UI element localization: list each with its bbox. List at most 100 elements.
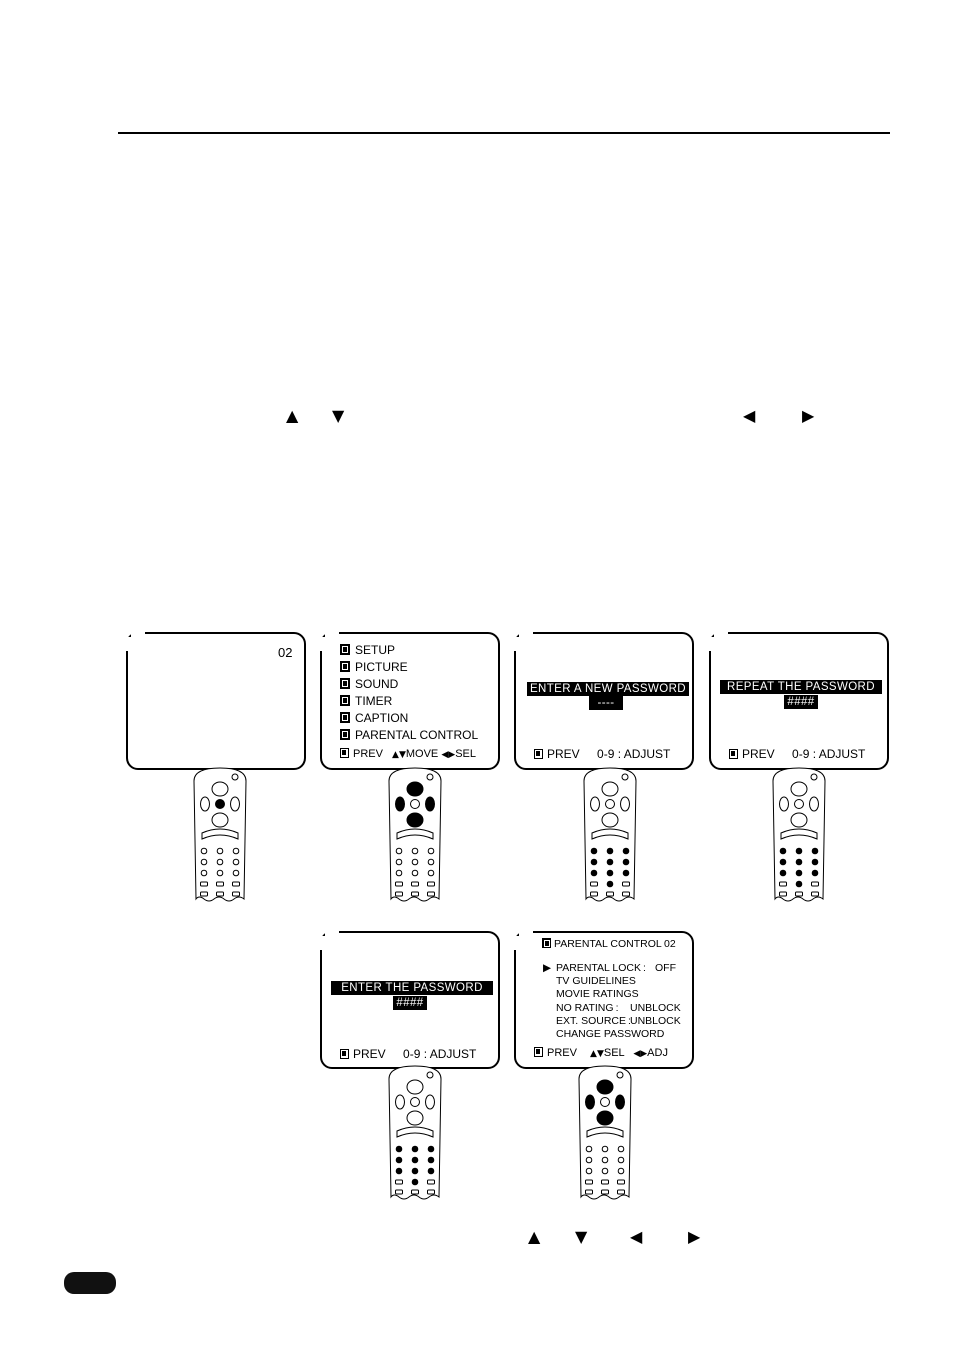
tv-guidelines-row: TV GUIDELINES <box>556 975 636 987</box>
tv-screen-main-menu: SETUP PICTURE SOUND TIMER CAPTION PARENT… <box>319 631 500 770</box>
menu-item-timer: TIMER <box>340 694 392 708</box>
number-button <box>216 858 224 866</box>
password-value: #### <box>784 695 818 709</box>
small-button <box>232 881 240 887</box>
left-right-icon: ◀▶ <box>441 750 456 760</box>
small-button <box>200 881 208 887</box>
menu-button <box>600 1097 610 1107</box>
down-button <box>406 1110 424 1126</box>
small-button <box>590 891 598 897</box>
small-button <box>779 881 787 887</box>
tv-screen-parental-control: PARENTAL CONTROL 02 ▶ PARENTAL LOCK:OFF … <box>513 930 694 1069</box>
number-button <box>585 1156 593 1164</box>
number-button <box>795 847 803 855</box>
up-down-icon: ▲▼ <box>590 1049 604 1059</box>
down-button <box>596 1110 614 1126</box>
small-button <box>232 891 240 897</box>
menu-item-picture: PICTURE <box>340 660 408 674</box>
left-arrow-icon: ◀ <box>630 1227 643 1246</box>
bar-button <box>780 828 818 840</box>
menu-button <box>410 799 420 809</box>
up-arrow-icon: ▲ <box>528 1227 541 1246</box>
up-arrow-icon: ▲ <box>286 406 299 425</box>
bar-button <box>396 1126 434 1138</box>
small-button <box>617 1189 625 1195</box>
number-button <box>427 1167 435 1175</box>
small-button <box>395 881 403 887</box>
number-button <box>200 858 208 866</box>
number-button <box>606 847 614 855</box>
parental-lock-row: PARENTAL LOCK:OFF <box>556 962 676 974</box>
number-button <box>232 847 240 855</box>
left-button <box>200 796 210 812</box>
small-button <box>216 881 224 887</box>
number-button <box>590 869 598 877</box>
menu-button <box>410 1097 420 1107</box>
number-button <box>617 1145 625 1153</box>
number-button <box>411 1167 419 1175</box>
power-button <box>810 773 818 781</box>
down-button <box>601 812 619 828</box>
power-button <box>231 773 239 781</box>
down-arrow-icon: ▼ <box>575 1227 588 1246</box>
number-button <box>427 869 435 877</box>
stop-icon <box>534 1047 543 1057</box>
small-button <box>622 881 630 887</box>
right-arrow-icon: ▶ <box>802 406 815 425</box>
left-button <box>395 1094 405 1110</box>
small-button <box>427 881 435 887</box>
menu-button <box>215 799 225 809</box>
small-button <box>811 891 819 897</box>
number-button <box>216 847 224 855</box>
up-button <box>406 781 424 797</box>
number-button <box>395 1145 403 1153</box>
channel-number: 02 <box>664 938 676 950</box>
movie-ratings-row: MOVIE RATINGS <box>556 988 639 1000</box>
number-button <box>427 858 435 866</box>
remote-control-3 <box>583 767 637 902</box>
lock-icon <box>542 938 551 948</box>
power-button <box>426 1071 434 1079</box>
left-button <box>585 1094 595 1110</box>
timer-icon <box>340 695 350 706</box>
up-button <box>406 1079 424 1095</box>
number-button <box>622 847 630 855</box>
menu-item-caption: CAPTION <box>340 711 408 725</box>
menu-item-parental-control: PARENTAL CONTROL <box>340 728 478 742</box>
small-button <box>411 1189 419 1195</box>
left-button <box>590 796 600 812</box>
down-arrow-icon: ▼ <box>332 406 345 425</box>
lock-icon <box>340 729 350 740</box>
number-button <box>427 1145 435 1153</box>
header-rule <box>118 132 890 134</box>
left-button <box>779 796 789 812</box>
number-button <box>200 869 208 877</box>
right-button <box>615 1094 625 1110</box>
up-button <box>596 1079 614 1095</box>
stop-icon <box>340 1049 349 1059</box>
number-button <box>617 1167 625 1175</box>
number-button <box>427 1156 435 1164</box>
number-button <box>590 858 598 866</box>
page-number-badge <box>64 1272 116 1294</box>
number-button <box>779 858 787 866</box>
stop-icon <box>340 748 349 758</box>
zero-button <box>795 880 803 888</box>
number-button <box>395 869 403 877</box>
small-button <box>411 881 419 887</box>
tv-screen-enter-password: ENTER THE PASSWORD #### PREV 0-9 : ADJUS… <box>319 930 500 1069</box>
selection-pointer-icon: ▶ <box>543 962 552 974</box>
small-button <box>216 891 224 897</box>
small-button <box>395 1189 403 1195</box>
number-button <box>216 869 224 877</box>
number-button <box>427 847 435 855</box>
stop-icon <box>534 749 543 759</box>
bar-button <box>586 1126 624 1138</box>
number-button <box>795 858 803 866</box>
number-button <box>622 858 630 866</box>
bar-button <box>591 828 629 840</box>
number-button <box>601 1145 609 1153</box>
left-button <box>395 796 405 812</box>
power-button <box>621 773 629 781</box>
number-button <box>585 1167 593 1175</box>
